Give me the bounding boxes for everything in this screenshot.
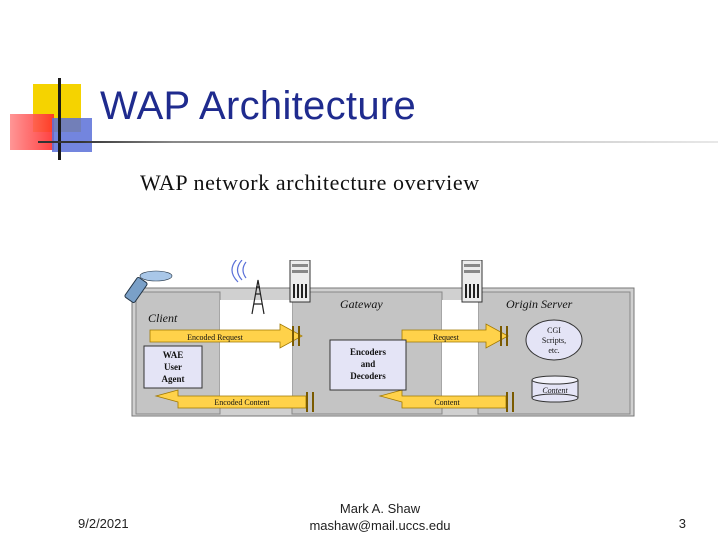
logo-red-square (10, 114, 54, 150)
zone-label-origin-server: Origin Server (506, 297, 573, 311)
arrow-label-request: Request (433, 333, 460, 342)
footer-date: 9/2/2021 (78, 516, 129, 531)
content-database-icon: Content (531, 375, 579, 403)
arrow-tick-marks (292, 326, 514, 412)
arrow-content: Content (378, 389, 507, 409)
arrow-label-encoded-content: Encoded Content (214, 398, 270, 407)
footer-page-number: 3 (678, 516, 686, 531)
arrow-request: Request (401, 323, 509, 349)
gap-client-gateway (220, 300, 292, 406)
wap-architecture-diagram: Client Gateway Origin Server Encoded Re (124, 260, 635, 417)
svg-text:Decoders: Decoders (350, 371, 386, 381)
wae-user-agent-box: WAE User Agent (143, 345, 203, 389)
svg-text:and: and (361, 359, 376, 369)
arrow-encoded-request: Encoded Request (149, 323, 303, 349)
origin-server-icon (461, 260, 483, 303)
arrow-label-content: Content (434, 398, 460, 407)
encoders-decoders-box: Encoders and Decoders (329, 339, 407, 391)
footer-author-name: Mark A. Shaw (339, 501, 421, 516)
svg-text:Content: Content (542, 386, 568, 395)
title-underline (38, 141, 718, 143)
svg-text:CGI: CGI (547, 326, 561, 335)
svg-text:Scripts,: Scripts, (542, 336, 566, 345)
svg-text:WAE: WAE (163, 350, 184, 360)
zone-label-client: Client (148, 311, 178, 325)
footer-author: Mark A. Shaw mashaw@mail.uccs.edu (280, 500, 480, 534)
logo-vertical-line (58, 78, 61, 160)
svg-text:User: User (164, 362, 182, 372)
gateway-server-icon (289, 260, 311, 303)
svg-text:Agent: Agent (162, 374, 185, 384)
antenna-tower-icon (231, 260, 265, 315)
gap-gateway-origin (442, 300, 478, 406)
mobile-phone-icon (124, 270, 173, 303)
slide-title: WAP Architecture (100, 84, 417, 128)
footer-author-email: mashaw@mail.uccs.edu (309, 518, 451, 533)
zone-label-gateway: Gateway (340, 297, 383, 311)
svg-text:etc.: etc. (548, 346, 559, 355)
diagram-title: WAP network architecture overview (140, 170, 480, 195)
svg-text:Encoders: Encoders (350, 347, 386, 357)
arrow-label-encoded-request: Encoded Request (187, 333, 244, 342)
arrow-encoded-content: Encoded Content (154, 389, 307, 409)
cgi-scripts-ellipse: CGI Scripts, etc. (525, 319, 583, 361)
